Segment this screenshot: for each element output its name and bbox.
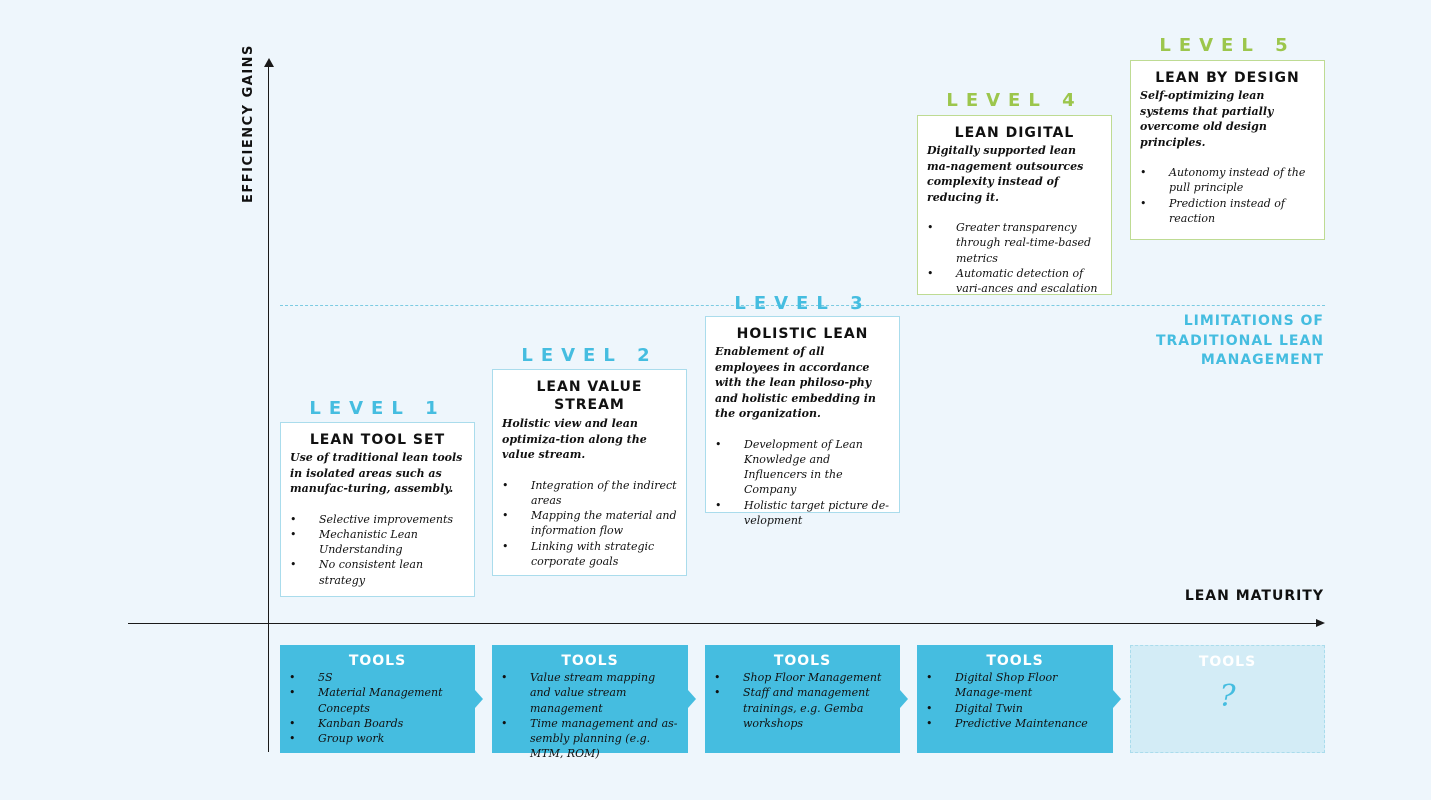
level-5-card: LEAN BY DESIGN Self-optimizing lean syst… (1130, 60, 1325, 240)
list-item: Group work (289, 731, 466, 747)
list-item: Shop Floor Management (714, 670, 891, 686)
level-3-title: HOLISTIC LEAN (736, 326, 869, 342)
level-5-description: Self-optimizing lean systems that partia… (1140, 89, 1274, 149)
level-1-label: LEVEL 1 (309, 398, 446, 419)
list-item: Integration of the indirect areas (502, 478, 677, 509)
tools-box-3: TOOLS Shop Floor Management Staff and ma… (705, 645, 908, 753)
level-4-bullets: Greater transparency through real-time-b… (927, 220, 1102, 296)
list-item: Selective improvements (290, 512, 465, 528)
list-item: Digital Twin (926, 701, 1104, 717)
limitation-line-3: MANAGEMENT (1200, 352, 1324, 368)
list-item: Material Management Concepts (289, 685, 466, 716)
level-4-label: LEVEL 4 (946, 90, 1083, 111)
unknown-tools-mark: ? (1219, 679, 1236, 714)
level-1-description: Use of traditional lean tools in isolate… (290, 451, 463, 495)
level-1-title: LEAN TOOL SET (309, 432, 446, 448)
level-1-card: LEAN TOOL SET Use of traditional lean to… (280, 422, 475, 597)
level-2-description: Holistic view and lean optimiza-tion alo… (502, 417, 647, 461)
tools-list: 5S Material Management Concepts Kanban B… (289, 670, 466, 747)
level-2-bullets: Integration of the indirect areas Mappin… (502, 478, 677, 570)
tools-title: TOOLS (561, 653, 619, 669)
level-2-card: LEAN VALUE STREAM Holistic view and lean… (492, 369, 687, 576)
tools-title: TOOLS (773, 653, 832, 669)
level-3-card: HOLISTIC LEAN Enablement of all employee… (705, 316, 900, 527)
tools-box-2: TOOLS Value stream mapping and value str… (492, 645, 696, 760)
level-5-label: LEVEL 5 (1159, 35, 1296, 56)
level-2-label: LEVEL 2 (521, 345, 658, 366)
level-2-title: LEAN VALUE STREAM (536, 379, 643, 413)
level-4-description: Digitally supported lean ma-nagement out… (927, 144, 1084, 204)
list-item: Time management and as-sembly planning (… (501, 716, 679, 762)
list-item: Automatic detection of vari-ances and es… (927, 266, 1102, 297)
list-item: Mapping the material and information flo… (502, 508, 677, 539)
level-3-label: LEVEL 3 (734, 293, 871, 314)
limitation-line-1: LIMITATIONS OF (1183, 313, 1324, 329)
level-5-title: LEAN BY DESIGN (1155, 70, 1300, 86)
level-4-title: LEAN DIGITAL (954, 125, 1075, 141)
level-4-card: LEAN DIGITAL Digitally supported lean ma… (917, 115, 1112, 295)
list-item: Mechanistic Lean Understanding (290, 527, 465, 558)
list-item: No consistent lean strategy (290, 557, 465, 588)
tools-box-4: TOOLS Digital Shop Floor Manage-ment Dig… (917, 645, 1121, 753)
level-5-bullets: Autonomy instead of the pull principle P… (1140, 165, 1315, 226)
x-axis-line (128, 623, 1318, 624)
level-3-bullets: Development of Lean Knowledge and Influe… (715, 437, 890, 529)
list-item: Staff and management trainings, e.g. Gem… (714, 685, 891, 731)
tools-list: Value stream mapping and value stream ma… (501, 670, 679, 762)
list-item: 5S (289, 670, 466, 686)
tools-title: TOOLS (1198, 654, 1257, 670)
tools-box-1: TOOLS 5S Material Management Concepts Ka… (280, 645, 483, 753)
list-item: Kanban Boards (289, 716, 466, 732)
y-axis-arrow-icon (264, 58, 274, 67)
list-item: Development of Lean Knowledge and Influe… (715, 437, 890, 498)
y-axis-label: EFFICIENCY GAINS (241, 44, 256, 203)
list-item: Predictive Maintenance (926, 716, 1104, 732)
limitation-label: LIMITATIONS OF TRADITIONAL LEAN MANAGEME… (1156, 312, 1324, 371)
list-item: Prediction instead of reaction (1140, 196, 1315, 227)
list-item: Linking with strategic corporate goals (502, 539, 677, 570)
limitation-dashed-line (280, 305, 1325, 306)
level-1-bullets: Selective improvements Mechanistic Lean … (290, 512, 465, 588)
tools-list: Shop Floor Management Staff and manageme… (714, 670, 891, 731)
tools-title: TOOLS (986, 653, 1044, 669)
tools-box-5: TOOLS ? (1130, 645, 1325, 753)
list-item: Greater transparency through real-time-b… (927, 220, 1102, 266)
list-item: Value stream mapping and value stream ma… (501, 670, 679, 716)
y-axis-line (268, 62, 269, 752)
tools-list: Digital Shop Floor Manage-ment Digital T… (926, 670, 1104, 731)
list-item: Autonomy instead of the pull principle (1140, 165, 1315, 196)
list-item: Digital Shop Floor Manage-ment (926, 670, 1104, 701)
level-3-description: Enablement of all employees in accordanc… (715, 345, 876, 420)
list-item: Holistic target picture de-velopment (715, 498, 890, 529)
x-axis-label: LEAN MATURITY (1184, 588, 1324, 604)
x-axis-arrow-icon (1316, 619, 1325, 627)
tools-title: TOOLS (348, 653, 407, 669)
limitation-line-2: TRADITIONAL LEAN (1155, 332, 1324, 349)
